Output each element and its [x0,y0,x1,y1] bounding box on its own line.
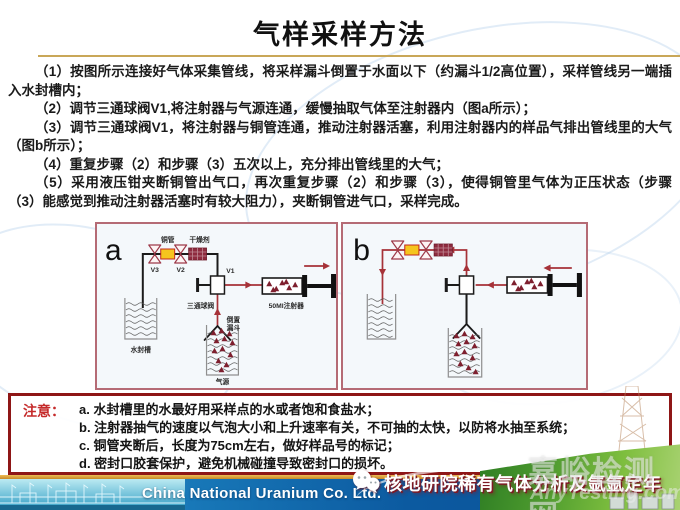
desiccant-icon [188,247,207,261]
buildings-photo [609,491,675,510]
gas-bubbles [210,327,236,373]
label-three-way-valve: 三通球阀 [187,301,214,310]
step-item: （4）重复步骤（2）和步骤（3）五次以上，充分排出管线里的大气； [35,156,450,172]
label-inverted-funnel: 倒置 [226,315,241,324]
label-water-seal-tank: 水封槽 [130,345,151,354]
wechat-icon [353,470,380,493]
note-heading: 注意： [23,403,65,419]
label-v2: V2 [177,267,185,274]
note-item: c. 铜管夹断后，长度为75cm左右，做好样品号的标记； [79,438,400,453]
water-seal-tank [366,294,397,340]
plug-icon [196,276,213,294]
wechat-account-label: 核地研院稀有气体分析及氩氩定年 [384,474,662,494]
label-v1: V1 [226,268,234,275]
step-item: （2）调节三通球阀V1,将注射器与气源连通，缓慢抽取气体至注射器内（图a所示）； [35,101,537,116]
company-name: China National Uranium Co. Ltd. [142,485,382,502]
diagram-b: b [341,222,588,390]
syringe-icon [507,273,582,297]
plug-icon [444,276,461,294]
note-item: a. 水封槽里的水最好用采样点的水或者饱和食盐水； [79,402,380,417]
note-items: a. 水封槽里的水最好用采样点的水或者饱和食盐水； b. 注射器抽气的速度以气泡… [79,396,575,472]
facility-photo [0,479,185,510]
figure-label-b: b [353,234,370,267]
gas-source-container [447,328,483,378]
syringe-icon [262,274,336,298]
watermark-site-en: AnyTesting.com [530,482,680,504]
pipe-black [141,253,219,308]
procedure-steps: （1）按图所示连接好气体采集管线，将采样漏斗倒置于水面以下（约漏斗1/2高位置）… [8,63,672,211]
gold-divider [0,475,680,479]
copper-tube-icon [160,248,176,260]
diagram-a: a [95,222,338,390]
gas-bubbles [453,330,479,375]
diagram-b-schematic: b [353,234,586,378]
note-item: b. 注射器抽气的速度以气泡大小和上升速率有关，不可抽的太快，以防将水抽至系统； [79,420,576,435]
step-item: （5）采用液压钳夹断铜管出气口，再次重复步骤（2）和步骤（3），使得铜管里气体为… [8,175,672,209]
figure-label-a: a [105,234,122,267]
label-syringe: 50Ml注射器 [269,301,304,310]
diagram-a-schematic: a [105,234,336,386]
three-way-valve-icon [458,275,475,295]
note-item: d. 密封口胶套保护，避免机械碰撞导致密封口的损坏。 [79,456,394,471]
gas-source-container [205,325,240,376]
label-v3: V3 [151,267,159,274]
desiccant-icon [433,243,453,257]
water-seal-tank [124,298,158,340]
label-desiccant: 干燥剂 [189,235,209,244]
step-item: （3）调节三通球阀V1，将注射器与铜管连通，推动注射器活塞，利用注射器内的样品气… [8,119,672,154]
title-underline [38,55,680,57]
label-gas-source: 气源 [215,377,230,386]
step-item: （1）按图所示连接好气体采集管线，将采样漏斗倒置于水面以下（约漏斗1/2高位置）… [8,64,672,98]
page-title: 气样采样方法 [253,20,427,50]
three-way-valve-icon [209,275,226,295]
label-copper-tube: 铜管 [161,235,175,244]
copper-tube-icon [404,244,420,256]
label-inverted-funnel: 漏斗 [227,323,241,332]
